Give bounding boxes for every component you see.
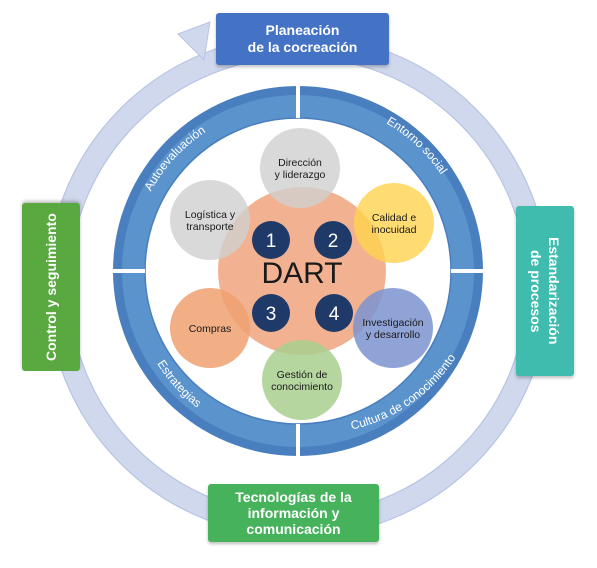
number-circle-4 [315, 294, 353, 332]
petal-calidad [354, 183, 434, 263]
number-label-1: 1 [266, 231, 277, 252]
petal-logistica [170, 180, 250, 260]
outer-box-tecnologias: Tecnologías de la información y comunica… [208, 484, 379, 542]
number-label-4: 4 [329, 304, 340, 325]
cycle-arrowhead [177, 21, 211, 62]
petal-compras [170, 288, 250, 368]
number-circle-3 [252, 294, 290, 332]
number-circle-2 [314, 221, 352, 259]
number-label-3: 3 [266, 304, 277, 325]
outer-box-estandarizacion: Estandarización de procesos [516, 206, 574, 376]
petal-direccion [260, 128, 340, 208]
petal-investigacion [353, 288, 433, 368]
outer-box-control: Control y seguimiento [22, 203, 80, 371]
number-group: 1 2 3 4 [252, 221, 353, 332]
petal-label-compras: Compras [189, 323, 232, 335]
petal-gestion [262, 340, 342, 420]
center-label: DART [261, 257, 342, 290]
number-label-2: 2 [328, 231, 339, 252]
outer-box-planeacion: Planeación de la cocreación [216, 13, 389, 65]
number-circle-1 [252, 221, 290, 259]
